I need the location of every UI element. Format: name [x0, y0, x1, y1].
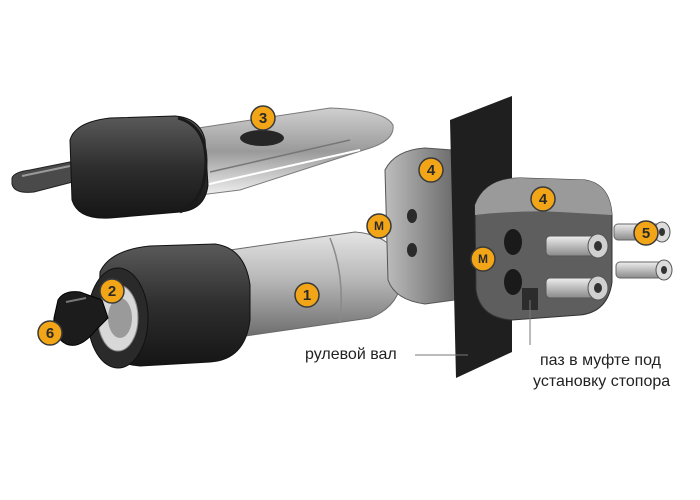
steering-shaft-label: рулевой вал: [305, 346, 397, 363]
badge-5: 5: [633, 220, 659, 246]
lock-blade: [184, 107, 394, 196]
upper-grip: [69, 115, 209, 219]
svg-text:3: 3: [259, 110, 267, 127]
inserted-bolt-top: [545, 233, 609, 259]
svg-text:4: 4: [427, 162, 436, 179]
upper-grip-ring: [177, 116, 208, 214]
coupling-right-hole-1: [504, 229, 522, 255]
inserted-bolt-bottom: [545, 275, 609, 301]
badge-2: 2: [99, 278, 125, 304]
svg-text:2: 2: [108, 283, 116, 300]
inserted-bolts: [545, 233, 609, 301]
svg-text:6: 6: [46, 325, 54, 342]
steering-shaft-sleeve: [229, 231, 403, 337]
coupling-left-hole-top: [407, 209, 417, 223]
badge-3: 3: [250, 105, 276, 131]
lock-rod-shine: [21, 165, 71, 177]
coupling-right-hole-2: [504, 269, 522, 295]
coupling-left: [384, 147, 456, 305]
svg-text:5: 5: [642, 225, 650, 242]
loose-bolt-bottom: [615, 259, 673, 281]
upper-lock-part: [11, 107, 394, 219]
svg-text:М: М: [374, 219, 384, 233]
svg-text:1: 1: [303, 287, 311, 304]
lock-blade-groove: [209, 139, 351, 173]
main-lock-body: [53, 231, 403, 369]
cylinder-core: [108, 298, 132, 338]
badge-4-left: 4: [418, 157, 444, 183]
badge-m-right: М: [470, 246, 496, 272]
svg-text:М: М: [478, 252, 488, 266]
slot-label-line-2: установку стопора: [533, 373, 671, 390]
coupling-left-hole-bottom: [407, 243, 417, 257]
coupling-slot: [522, 288, 538, 310]
lock-screw-head: [240, 130, 284, 146]
badge-m-left: М: [366, 213, 392, 239]
lock-blade-edge: [204, 149, 361, 186]
svg-text:4: 4: [539, 191, 548, 208]
badge-1: 1: [294, 282, 320, 308]
key-shine: [65, 297, 87, 303]
sleeve-seam: [329, 237, 342, 323]
slot-label-line-1: паз в муфте под: [540, 352, 661, 369]
badge-4-right: 4: [530, 186, 556, 212]
badge-6: 6: [37, 320, 63, 346]
